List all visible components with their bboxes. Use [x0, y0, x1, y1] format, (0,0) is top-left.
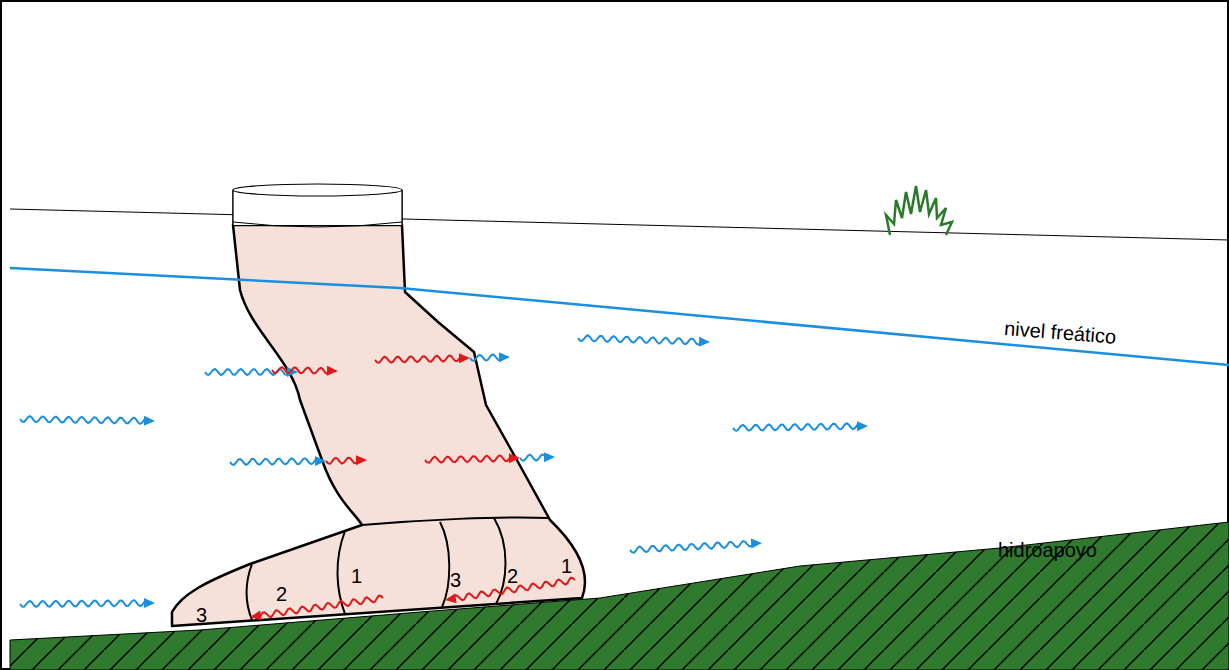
flow-arrow [375, 356, 461, 363]
arrow-head [144, 598, 155, 608]
arrow-head [250, 611, 262, 621]
contaminant-plume [172, 225, 585, 626]
plume-divider [247, 564, 252, 620]
arrow-head [544, 452, 555, 462]
arrow-head [327, 366, 338, 376]
flow-arrow [578, 335, 701, 344]
plume-divider [362, 517, 548, 525]
flow-arrow [520, 455, 546, 461]
water-table-line [10, 268, 1229, 365]
bush [886, 186, 952, 235]
arrow-head [315, 456, 326, 466]
flow-arrow [470, 355, 501, 361]
callout-number: 1 [561, 556, 572, 576]
arrow-head [356, 455, 367, 465]
flow-arrow [230, 458, 317, 465]
flow-arrow [272, 367, 329, 374]
flow-arrow [20, 416, 146, 424]
flow-arrow [326, 458, 358, 464]
callout-number: 1 [351, 566, 362, 586]
arrow-head [751, 539, 762, 549]
callout-number: 2 [276, 584, 287, 604]
arrow-head [459, 353, 470, 363]
flow-arrow [20, 600, 146, 607]
arrow-head [509, 453, 520, 463]
plume-divider [440, 522, 449, 607]
flow-arrow [733, 423, 859, 430]
callout-number: 3 [196, 605, 207, 625]
callout-number: 3 [450, 570, 461, 590]
arrow-head [445, 593, 457, 603]
well-casing [233, 222, 402, 227]
well-top [233, 184, 402, 196]
flow-arrow [425, 456, 511, 463]
arrow-head [699, 337, 710, 347]
ground-surface [10, 209, 1229, 240]
layer-label: hidroapoyo [998, 540, 1097, 560]
arrow-head [857, 421, 868, 431]
flow-arrow [630, 541, 753, 553]
callout-number: 2 [507, 566, 518, 586]
arrow-head [144, 416, 155, 426]
arrow-head [499, 352, 510, 362]
